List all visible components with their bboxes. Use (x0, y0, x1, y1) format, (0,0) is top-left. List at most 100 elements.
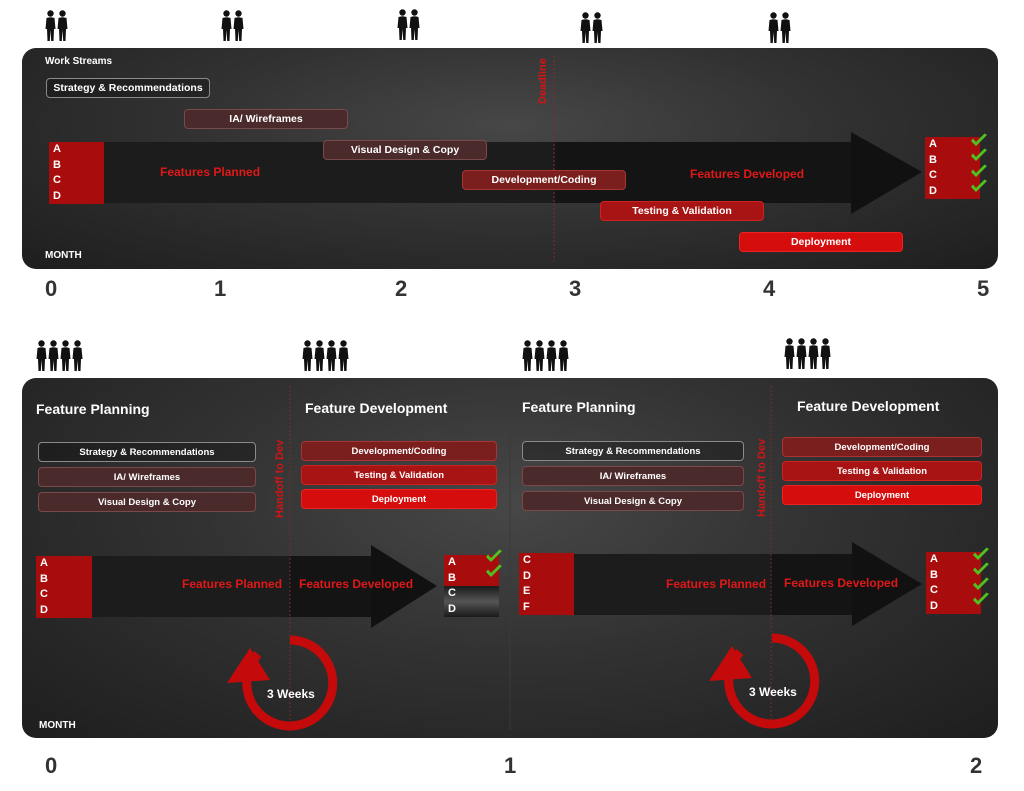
cycle2-features-planned-label: Features Planned (666, 577, 767, 591)
checkmark-icon (485, 564, 503, 579)
cycle1-ws-deployment: Deployment (301, 489, 497, 509)
cycle2-features-developed-label: Features Developed (784, 576, 899, 590)
people-icon-group-1 (45, 10, 68, 42)
cycle2-ws-visual: Visual Design & Copy (522, 491, 744, 511)
features-end-box: A B C D (925, 137, 980, 199)
month-tick-0: 0 (45, 276, 58, 301)
month-tick-5: 5 (977, 276, 990, 301)
bottom-month-tick-1: 1 (504, 753, 517, 778)
features-start-box: A B C D (49, 142, 104, 204)
people-icon-group-8 (522, 340, 569, 372)
month-label: MONTH (45, 250, 82, 261)
checkmark-icon (970, 164, 988, 179)
people-icon-group-3 (397, 9, 420, 41)
deadline-label: Deadline (537, 58, 549, 104)
cycle1-duration-label: 3 Weeks (267, 687, 315, 701)
person-icon (221, 10, 232, 42)
checkmark-icon (485, 549, 503, 564)
month-tick-2: 2 (395, 276, 408, 301)
person-icon (592, 12, 603, 44)
person-icon (522, 340, 533, 372)
cycle2-ws-development: Development/Coding (782, 437, 982, 457)
cycle1-features-end-box: A B C D (444, 555, 499, 617)
person-icon (768, 12, 779, 44)
person-icon (48, 340, 59, 372)
person-icon (546, 340, 557, 372)
person-icon (780, 12, 791, 44)
person-icon (72, 340, 83, 372)
people-icon-group-4 (580, 12, 603, 44)
checkmark-icon (972, 577, 990, 592)
people-icon-group-2 (221, 10, 244, 42)
checkmark-icon (972, 592, 990, 607)
people-icon-group-5 (768, 12, 791, 44)
person-icon (820, 338, 831, 370)
cycle2-features-end-box: A B C D (926, 552, 981, 614)
bottom-timeline-panel: Feature Planning Feature Development Han… (22, 378, 998, 738)
cycle1-ws-ia: IA/ Wireframes (38, 467, 256, 487)
cycle2-handoff-label: Handoff to Dev (756, 438, 768, 517)
cycle1-ws-strategy: Strategy & Recommendations (38, 442, 256, 462)
cycle1-planning-heading: Feature Planning (36, 401, 150, 417)
cycle1-development-heading: Feature Development (305, 400, 448, 416)
ws-ia-wireframes: IA/ Wireframes (184, 109, 348, 129)
person-icon (36, 340, 47, 372)
person-icon (60, 340, 71, 372)
cycle-arrows-layer (36, 386, 922, 731)
people-icon-group-9 (784, 338, 831, 370)
bottom-month-label: MONTH (39, 720, 76, 731)
ws-development: Development/Coding (462, 170, 626, 190)
person-icon (233, 10, 244, 42)
cycle2-duration-label: 3 Weeks (749, 685, 797, 699)
person-icon (784, 338, 795, 370)
person-icon (45, 10, 56, 42)
cycle2-development-heading: Feature Development (797, 398, 940, 414)
cycle1-features-start-box: A B C D (36, 556, 92, 618)
cycle2-ws-deployment: Deployment (782, 485, 982, 505)
person-icon (409, 9, 420, 41)
ws-deployment: Deployment (739, 232, 903, 252)
people-icon-group-6 (36, 340, 83, 372)
ws-visual-design: Visual Design & Copy (323, 140, 487, 160)
features-planned-label: Features Planned (160, 165, 261, 179)
cycle1-ws-development: Development/Coding (301, 441, 497, 461)
person-icon (558, 340, 569, 372)
person-icon (534, 340, 545, 372)
person-icon (808, 338, 819, 370)
month-tick-4: 4 (763, 276, 776, 301)
person-icon (302, 340, 313, 372)
work-streams-title: Work Streams (45, 56, 113, 67)
month-tick-1: 1 (214, 276, 227, 301)
cycle2-ws-strategy: Strategy & Recommendations (522, 441, 744, 461)
ws-testing: Testing & Validation (600, 201, 764, 221)
month-tick-3: 3 (569, 276, 582, 301)
cycle1-features-developed-label: Features Developed (299, 577, 414, 591)
ws-strategy: Strategy & Recommendations (46, 78, 210, 98)
checkmark-icon (972, 562, 990, 577)
cycle1-handoff-label: Handoff to Dev (274, 439, 286, 518)
cycle2-ws-ia: IA/ Wireframes (522, 466, 744, 486)
person-icon (397, 9, 408, 41)
bottom-month-tick-0: 0 (45, 753, 58, 778)
cycle-arrow-icon (227, 635, 338, 731)
cycle1-features-planned-label: Features Planned (182, 577, 283, 591)
person-icon (796, 338, 807, 370)
cycle2-ws-testing: Testing & Validation (782, 461, 982, 481)
person-icon (338, 340, 349, 372)
features-developed-label: Features Developed (690, 167, 805, 181)
checkmark-icon (970, 148, 988, 163)
cycle1-ws-visual: Visual Design & Copy (38, 492, 256, 512)
people-icon-group-7 (302, 340, 349, 372)
person-icon (314, 340, 325, 372)
bottom-month-tick-2: 2 (970, 753, 983, 778)
cycle2-planning-heading: Feature Planning (522, 399, 636, 415)
person-icon (57, 10, 68, 42)
person-icon (580, 12, 591, 44)
person-icon (326, 340, 337, 372)
cycle-arrow-icon (709, 633, 820, 729)
top-timeline-panel: Work Streams MONTH Deadline Strategy & R… (22, 48, 998, 269)
checkmark-icon (972, 547, 990, 562)
checkmark-icon (970, 133, 988, 148)
checkmark-icon (970, 179, 988, 194)
cycle2-features-start-box: C D E F (519, 553, 574, 615)
